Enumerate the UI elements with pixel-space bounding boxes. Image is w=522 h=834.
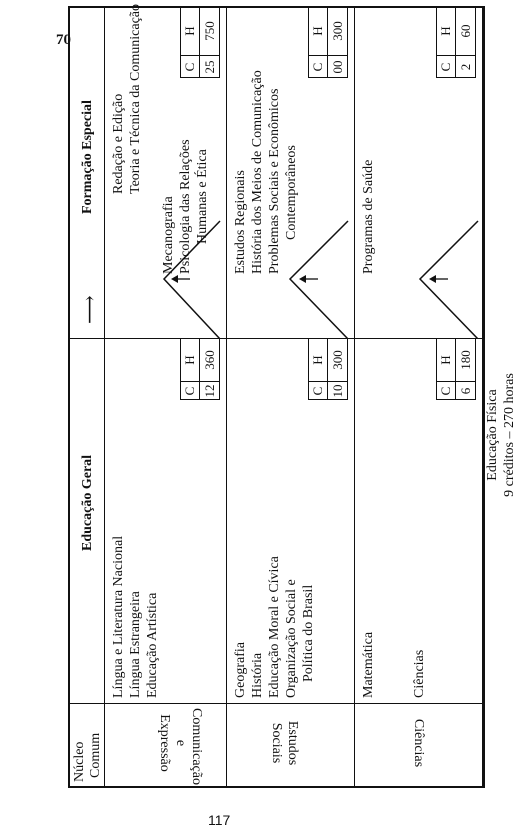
nucleo-row-3-line1: Ciências (411, 718, 426, 768)
geral-credits: 10 (330, 384, 345, 398)
nucleo-row-1: Comunicação e Expressão (156, 708, 204, 785)
header-divider (104, 6, 105, 788)
geral-item: Língua Estrangeira (128, 591, 143, 698)
nucleo-row-2-line1: Estudos (285, 720, 300, 766)
geral-item: Política do Brasil (301, 584, 316, 682)
geral-hours: 360 (202, 350, 217, 370)
especial-credits: 2 (458, 63, 473, 71)
geral-item: História (250, 652, 265, 698)
nucleo-row-2-line2: Sociais (269, 722, 284, 764)
header-nucleo: Núcleo (72, 741, 87, 782)
nucleo-row-3: Ciências (410, 708, 426, 778)
geral-item: Educação Artística (145, 592, 160, 698)
especial-list-row-1: Redação e Edição Teoria e Técnica da Com… (110, 4, 144, 194)
col-h-label: H (310, 26, 325, 36)
page-number-bottom: 117 (208, 812, 231, 828)
nucleo-row-1-line1: Comunicação (189, 708, 204, 785)
geral-item: Língua e Literatura Nacional (111, 535, 126, 698)
col-c-label: C (438, 386, 453, 396)
col-c-label: C (182, 62, 197, 72)
especial-item: Mecanografia (161, 196, 176, 274)
nucleo-row-2: Estudos Sociais (268, 708, 300, 778)
especial-item: História dos Meios de Comunicação (250, 70, 265, 274)
especial-item: Estudos Regionais (233, 170, 248, 274)
especial-hours: 60 (458, 24, 473, 38)
nucleo-row-1-line2: e (173, 739, 188, 747)
geral-item: Geografia (233, 642, 248, 698)
branch-arrow-row-3 (418, 220, 479, 339)
geral-hours: 300 (330, 350, 345, 370)
col-divider-1 (68, 703, 484, 704)
especial-item: Teoria e Técnica da Comunicação (128, 4, 143, 194)
geral-credits: 6 (458, 387, 473, 395)
geral-list-row-2: Geografia História Educação Moral e Cívi… (232, 556, 317, 698)
geral-item: Organização Social e (284, 579, 299, 698)
col-c-label: C (310, 62, 325, 72)
especial-sublist-row-1: Mecanografia Psicologia das Relações Hum… (160, 139, 211, 274)
col-h-label: H (310, 355, 325, 365)
geral-list-row-1: Língua e Literatura Nacional Língua Estr… (110, 536, 161, 698)
nucleo-row-1-line3: Expressão (157, 714, 172, 772)
especial-list-row-3: Programas de Saúde (360, 160, 377, 274)
col-c-label: C (182, 386, 197, 396)
footer-note: Educação Física 9 créditos – 270 horas (484, 350, 518, 520)
col-c-label: C (310, 386, 325, 396)
especial-credits: 00 (330, 60, 345, 74)
geral-credits: 12 (202, 384, 217, 398)
geral-item: Matemática (361, 631, 376, 698)
especial-list-row-2: Estudos Regionais História dos Meios de … (232, 70, 300, 274)
row-divider-2 (354, 6, 355, 788)
arrow-icon: ⟶ (79, 295, 101, 324)
branch-arrow-row-2 (288, 220, 349, 339)
header-formacao-especial: Formação Especial (80, 100, 95, 214)
especial-item: Humanas e Ética (195, 149, 210, 244)
header-comum: Comum (88, 732, 103, 778)
col-h-label: H (182, 355, 197, 365)
row-divider-1 (226, 6, 227, 788)
branch-arrow-row-1 (162, 220, 221, 339)
especial-item: Redação e Edição (111, 93, 126, 194)
geral-hours: 180 (458, 350, 473, 370)
especial-credits: 25 (202, 60, 217, 74)
footer-line-2: 9 créditos – 270 horas (502, 373, 517, 497)
especial-item: Problemas Sociais e Econômicos (267, 88, 282, 274)
col-h-label: H (182, 26, 197, 36)
especial-hours: 300 (330, 21, 345, 41)
col-c-label: C (438, 62, 453, 72)
col-h-label: H (438, 26, 453, 36)
geral-item: Ciências (412, 649, 427, 698)
col-h-label: H (438, 355, 453, 365)
especial-item: Programas de Saúde (361, 159, 376, 274)
header-educacao-geral: Educação Geral (80, 454, 95, 551)
especial-hours: 750 (202, 21, 217, 41)
especial-item: Contemporâneos (284, 145, 299, 240)
geral-list-row-3: Matemática Ciências (360, 632, 428, 698)
geral-item: Educação Moral e Cívica (267, 556, 282, 698)
especial-item: Psicologia das Relações (178, 139, 193, 274)
footer-line-1: Educação Física (485, 389, 500, 481)
